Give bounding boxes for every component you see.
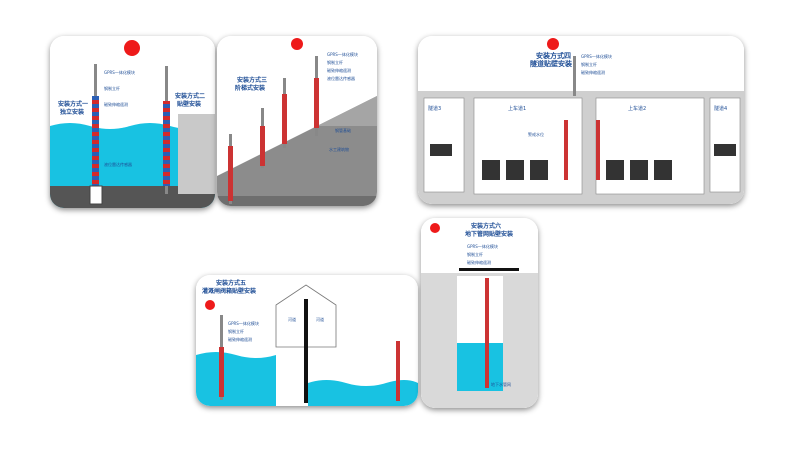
svg-text:钢制立杆: 钢制立杆 [104,85,120,91]
panel-install-method-4: 安装方式四 隧道贴壁安装 隧道3 隧道4 上车道1 上车道2 警戒水位 GPRS… [418,36,744,204]
svg-text:GPRS一体化模块: GPRS一体化模块 [228,320,259,326]
title-a: 安装方式一 [58,100,88,108]
svg-text:安装方式六: 安装方式六 [471,222,501,230]
svg-text:磁致伸缩遥测: 磁致伸缩遥测 [581,69,605,75]
svg-text:GPRS一体化模块: GPRS一体化模块 [327,51,358,57]
svg-text:地下管网贴壁安装: 地下管网贴壁安装 [465,230,513,238]
svg-text:隧道3: 隧道3 [428,105,441,112]
title-b: 独立安装 [59,108,84,116]
svg-text:地下水管网: 地下水管网 [491,381,511,387]
svg-text:河道: 河道 [288,316,296,322]
svg-text:安装方式三: 安装方式三 [237,76,267,84]
svg-text:GPRS一体化模块: GPRS一体化模块 [467,243,498,249]
title2-b: 贴壁安装 [177,100,201,108]
svg-text:安装方式四: 安装方式四 [536,51,571,60]
svg-text:钢制立杆: 钢制立杆 [228,328,244,334]
panel-install-method-1-2: 安装方式一 独立安装 安装方式二 贴壁安装 GPRS一体化模块 钢制立杆 磁致伸… [50,36,215,208]
svg-text:磁致伸缩遥测: 磁致伸缩遥测 [104,101,128,107]
svg-text:磁致伸缩遥测: 磁致伸缩遥测 [467,259,491,265]
svg-text:液位雷达传感器: 液位雷达传感器 [327,75,355,81]
title2-a: 安装方式二 [175,92,205,100]
svg-text:GPRS一体化模块: GPRS一体化模块 [104,69,135,75]
svg-text:隧道4: 隧道4 [714,105,727,112]
diagram-6: 安装方式六 地下管网贴壁安装 GPRS一体化模块 钢制立杆 磁致伸缩遥测 地下水… [421,218,538,408]
diagram-3: 安装方式三 阶梯式安装 GPRS一体化模块 钢制立杆 磁致伸缩遥测 液位雷达传感… [217,36,377,206]
diagram-4: 安装方式四 隧道贴壁安装 隧道3 隧道4 上车道1 上车道2 警戒水位 GPRS… [418,36,744,204]
svg-text:灌溉闸阀箱贴壁安装: 灌溉闸阀箱贴壁安装 [202,287,256,295]
diagram-5: 安装方式五 灌溉闸阀箱贴壁安装 河道 河道 GPRS一体化模块 钢制立杆 磁致伸… [196,275,418,406]
svg-text:隧道贴壁安装: 隧道贴壁安装 [530,59,572,68]
sun-icon [430,223,440,233]
svg-text:钢制立杆: 钢制立杆 [327,59,343,65]
svg-text:警戒水位: 警戒水位 [528,131,544,137]
svg-text:液位雷达传感器: 液位雷达传感器 [104,161,132,167]
panel-install-method-6: 安装方式六 地下管网贴壁安装 GPRS一体化模块 钢制立杆 磁致伸缩遥测 地下水… [421,218,538,408]
svg-text:阶梯式安装: 阶梯式安装 [235,84,265,92]
svg-text:GPRS一体化模块: GPRS一体化模块 [581,53,612,59]
svg-text:钢制立杆: 钢制立杆 [467,251,483,257]
svg-text:上车道2: 上车道2 [628,105,646,112]
panel-install-method-5: 安装方式五 灌溉闸阀箱贴壁安装 河道 河道 GPRS一体化模块 钢制立杆 磁致伸… [196,275,418,406]
panel-install-method-3: 安装方式三 阶梯式安装 GPRS一体化模块 钢制立杆 磁致伸缩遥测 液位雷达传感… [217,36,377,206]
svg-text:水工建筑物: 水工建筑物 [329,146,349,152]
sun-icon [124,40,140,56]
svg-text:磁致伸缩遥测: 磁致伸缩遥测 [228,336,252,342]
svg-text:钢管基础: 钢管基础 [335,127,351,133]
sun-icon [205,300,215,310]
svg-text:上车道1: 上车道1 [508,105,526,112]
svg-text:河道: 河道 [316,316,324,322]
svg-text:安装方式五: 安装方式五 [216,279,246,287]
sun-icon [547,38,559,50]
diagram-1: 安装方式一 独立安装 安装方式二 贴壁安装 GPRS一体化模块 钢制立杆 磁致伸… [50,36,215,208]
sun-icon [291,38,303,50]
svg-text:钢制立杆: 钢制立杆 [581,61,597,67]
svg-text:磁致伸缩遥测: 磁致伸缩遥测 [327,67,351,73]
